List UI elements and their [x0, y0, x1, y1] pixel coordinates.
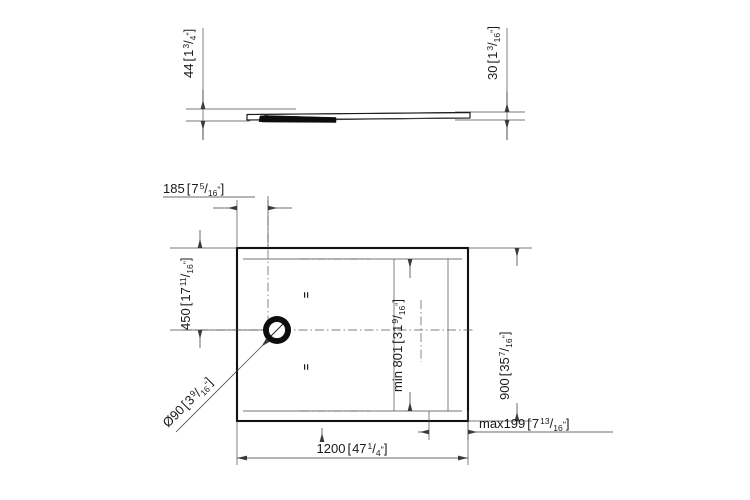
dim-450-text: 450[1711/16"] — [178, 257, 195, 330]
dim-900-bracket-open: [ — [497, 372, 512, 376]
dim-30-bracket-close: ] — [485, 26, 500, 30]
dim-30-metric: 30 — [485, 66, 500, 80]
dim-450-metric: 450 — [178, 308, 193, 330]
dim-801-inch: " — [394, 303, 404, 306]
dim-max199-whole: 7 — [532, 416, 539, 431]
side-section-view — [186, 28, 525, 140]
dim-1200-bracket-open: [ — [347, 441, 351, 456]
dim-900-inch: " — [501, 335, 511, 338]
dim-44-inch: " — [185, 32, 195, 35]
dim-801-bracket-open: [ — [390, 340, 405, 344]
dim-185-whole: 7 — [191, 181, 198, 196]
drain-leader-line — [175, 338, 270, 433]
dim-185-numer: 5 — [200, 181, 205, 191]
dim-450-bracket-close: ] — [178, 257, 193, 261]
dim-450-text-group: 450[1711/16"] — [178, 257, 195, 330]
equal-mark-lower: = — [301, 364, 313, 370]
dim-1200-metric: 1200 — [317, 441, 346, 456]
dim-900-text-group: 900[357/16"] — [497, 332, 514, 400]
tray-profile-section — [246, 111, 471, 123]
drain-outlet — [263, 316, 291, 344]
dim-drain-inch: " — [203, 380, 212, 389]
dim-1200-whole: 47 — [352, 441, 366, 456]
dim-1200-denom: 4 — [376, 448, 381, 458]
dim-max199-bracket-open: [ — [527, 416, 531, 431]
dim-1200-arrow-right — [458, 455, 468, 461]
dim-801-metric: 801 — [390, 346, 405, 368]
dim-450-bracket-open: [ — [178, 302, 193, 306]
tray-outline-plan — [235, 246, 470, 423]
dim-900-denom: 16 — [504, 338, 514, 348]
dim-44-bracket-close: ] — [181, 29, 196, 33]
dim-drain-text-group: Ø90[39/16"] — [160, 374, 217, 431]
dim-900-bracket-close: ] — [497, 332, 512, 336]
dim-44-whole: 1 — [181, 50, 196, 57]
dim-900-metric: 900 — [497, 378, 512, 400]
dim-max199-metric: 199 — [504, 416, 526, 431]
svg-text:30[13/16"]: 30[13/16"] — [485, 26, 502, 80]
dim-30-denom: 16 — [492, 33, 502, 43]
dim-drain-numer: 9 — [187, 388, 198, 399]
dim-44-bracket-open: [ — [181, 58, 196, 62]
dim-801-text-group: min 801[319/16"] — [390, 299, 407, 392]
dim-1200-numer: 1 — [368, 441, 373, 451]
dim-1200-text: 1200[471/4"] — [317, 441, 388, 458]
dim-801-whole: 31 — [390, 325, 405, 339]
dim-44-metric: 44 — [181, 64, 196, 78]
dim-30-whole: 1 — [485, 52, 500, 59]
dim-185-metric: 185 — [163, 181, 185, 196]
dim-185-text: 185[75/16"] — [163, 181, 224, 198]
dim-900-text: 900[357/16"] — [497, 332, 514, 400]
dim-30-inch: " — [489, 30, 499, 33]
dim-801-text: min 801[319/16"] — [390, 299, 407, 392]
dim-185-bracket-close: ] — [221, 181, 225, 196]
dim-max199-text: max199[713/16"] — [479, 416, 570, 433]
dim-185-bracket-open: [ — [187, 181, 191, 196]
dim-450-whole: 17 — [178, 287, 193, 301]
dim-801-numer: 9 — [390, 319, 400, 324]
dim-44-numer: 3 — [181, 44, 191, 49]
svg-text:44[13/4"]: 44[13/4"] — [181, 29, 198, 78]
dim-max199-prefix: max — [479, 416, 504, 431]
dim-1200-arrow-left — [237, 455, 247, 461]
tray-top-surface — [246, 111, 471, 116]
top-plan-view: = = 185[75/16"] 450[1711/16"] — [160, 181, 613, 465]
dim-44-denom: 4 — [188, 35, 198, 40]
dim-801-bracket-close: ] — [390, 299, 405, 303]
drain-slash — [270, 323, 284, 337]
dim-max199-denom: 16 — [553, 423, 563, 433]
dim-801-denom: 16 — [397, 306, 407, 316]
dim-30-numer: 3 — [485, 46, 495, 51]
dim-max199-inch: " — [563, 420, 566, 430]
dim-max199-bracket-close: ] — [566, 416, 570, 431]
dim-450-numer: 11 — [178, 277, 188, 286]
tray-underside-guide — [335, 117, 471, 121]
dim-185-inch: " — [217, 185, 220, 195]
dim-450-denom: 16 — [185, 264, 195, 274]
equal-mark-upper: = — [301, 292, 313, 298]
dim-section-right-text: 30[13/16"] — [485, 26, 502, 80]
dim-section-left-text: 44[13/4"] — [181, 29, 198, 78]
dim-801-prefix: min — [390, 367, 405, 392]
dim-1200-bracket-close: ] — [384, 441, 388, 456]
dim-1200-inch: " — [381, 445, 384, 455]
dim-900-numer: 7 — [497, 351, 507, 356]
dim-185-denom: 16 — [208, 188, 218, 198]
dim-900-whole: 35 — [497, 357, 512, 371]
dim-max199-numer: 13 — [540, 416, 550, 426]
dim-30-bracket-open: [ — [485, 60, 500, 64]
dim-drain-text: Ø90[39/16"] — [160, 374, 217, 431]
dim-450-inch: " — [182, 261, 192, 264]
drain-lip-section — [258, 115, 271, 123]
